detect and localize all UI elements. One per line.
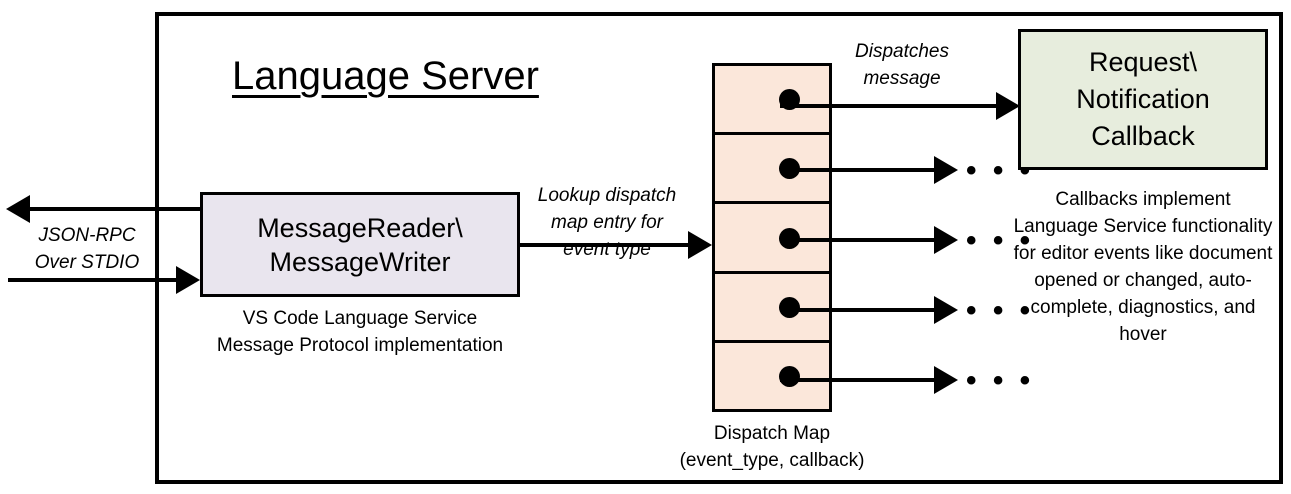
jsonrpc-out-line <box>30 207 210 211</box>
lookup-label-line1: Lookup dispatch <box>537 185 677 206</box>
dot-icon <box>779 296 800 318</box>
dispatch-row3-arrowhead <box>934 226 958 254</box>
jsonrpc-in-line <box>8 278 180 282</box>
edge-label-dispatches: Dispatches message <box>832 38 972 92</box>
callback-line2: Notification <box>1076 84 1210 114</box>
lookup-arrow-line <box>518 243 694 247</box>
reader-writer-caption-line2: Message Protocol implementation <box>216 335 504 356</box>
dispatch-map-caption-line2: (event_type, callback) <box>679 450 865 471</box>
jsonrpc-label-line1: JSON-RPC <box>38 225 136 246</box>
dispatch-row5-arrowhead <box>934 366 958 394</box>
reader-writer-line2: MessageWriter <box>269 246 451 277</box>
callback-line1: Request\ <box>1088 47 1198 77</box>
jsonrpc-in-arrowhead <box>176 266 200 294</box>
reader-writer-line1: MessageReader\ <box>257 212 463 243</box>
caption-callback: Callbacks implement Language Service fun… <box>1013 189 1273 345</box>
lookup-arrowhead <box>688 231 712 259</box>
dispatch-row1-line <box>780 104 1002 108</box>
lookup-label-line2: map entry for <box>551 212 663 233</box>
node-request-notification-callback[interactable]: Request\ Notification Callback <box>1018 29 1268 170</box>
ellipsis-row5: • • • <box>966 364 1035 397</box>
jsonrpc-label-line2: Over STDIO <box>34 252 140 273</box>
edge-label-jsonrpc: JSON-RPC Over STDIO <box>12 222 162 276</box>
dispatch-row5-line <box>780 378 940 382</box>
callback-line3: Callback <box>1091 121 1195 151</box>
dispatch-row2-line <box>780 168 940 172</box>
jsonrpc-out-arrowhead <box>6 195 30 223</box>
lookup-label-line3: event type <box>563 239 651 260</box>
table-row[interactable] <box>715 274 829 343</box>
language-server-boundary <box>155 12 1283 484</box>
caption-dispatch-map: Dispatch Map (event_type, callback) <box>622 420 922 474</box>
page-title: Language Server <box>232 54 539 98</box>
node-message-reader-writer[interactable]: MessageReader\ MessageWriter <box>200 192 520 297</box>
dispatches-label-line1: Dispatches <box>855 41 949 62</box>
dispatch-row2-arrowhead <box>934 156 958 184</box>
table-row[interactable] <box>715 66 829 136</box>
edge-label-lookup: Lookup dispatch map entry for event type <box>512 182 702 263</box>
reader-writer-caption-line1: VS Code Language Service <box>242 308 478 329</box>
dot-icon <box>779 365 800 387</box>
dispatch-row3-line <box>780 238 940 242</box>
dispatch-row4-arrowhead <box>934 296 958 324</box>
dispatches-label-line2: message <box>863 68 941 89</box>
dispatch-map-caption-line1: Dispatch Map <box>713 423 831 444</box>
table-row[interactable] <box>715 343 829 409</box>
dispatch-row4-line <box>780 308 940 312</box>
dispatch-row1-arrowhead <box>996 92 1020 120</box>
caption-message-reader-writer: VS Code Language Service Message Protoco… <box>180 305 540 359</box>
dispatch-map-table[interactable] <box>712 63 832 412</box>
